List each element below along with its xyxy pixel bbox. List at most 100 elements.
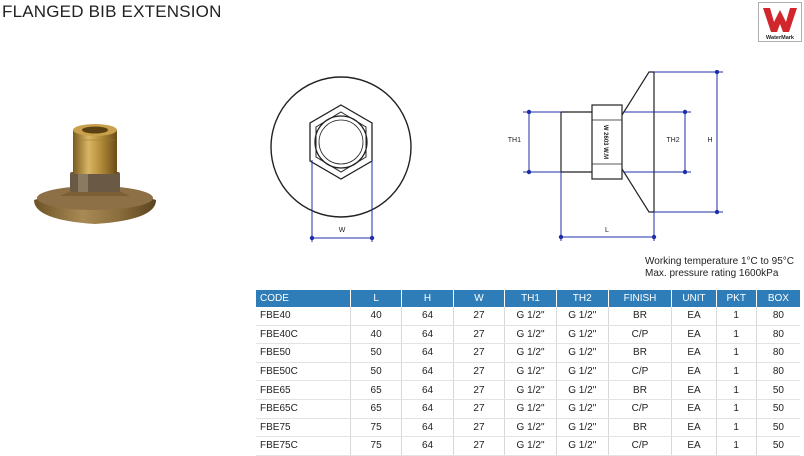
cell-h: 64 [401, 418, 454, 438]
cell-th2: G 1/2" [555, 399, 609, 419]
cell-w: 27 [452, 399, 505, 419]
cell-w: 27 [452, 343, 505, 363]
cell-code: FBE40 [256, 307, 351, 326]
cell-finish: BR [607, 418, 672, 438]
cell-pkt: 1 [715, 362, 757, 382]
cell-unit: EA [671, 325, 717, 345]
cell-l: 65 [349, 380, 402, 400]
dim-l-label: L [605, 227, 609, 234]
table-header-row: CODE L H W TH1 TH2 FINISH UNIT PKT BOX [256, 290, 800, 307]
cell-code: FBE65C [256, 399, 351, 419]
cell-code: FBE65 [256, 380, 351, 400]
front-view-diagram: W [270, 76, 412, 242]
cell-l: 65 [349, 399, 402, 419]
cell-l: 50 [349, 343, 402, 363]
cell-unit: EA [671, 307, 717, 326]
cell-box: 80 [755, 343, 800, 363]
cell-l: 40 [349, 307, 402, 326]
cell-h: 64 [401, 343, 454, 363]
cell-l: 40 [349, 325, 402, 345]
body-marking: W 2603 W.M [602, 125, 608, 159]
cell-box: 80 [755, 307, 800, 326]
cell-w: 27 [452, 362, 505, 382]
header-box: BOX [755, 290, 800, 307]
cell-h: 64 [401, 325, 454, 345]
watermark-logo: WaterMark [758, 2, 802, 42]
dim-th2-label: TH2 [666, 137, 679, 144]
cell-unit: EA [671, 362, 717, 382]
cell-box: 80 [755, 325, 800, 345]
cell-th2: G 1/2" [555, 362, 609, 382]
cell-w: 27 [452, 418, 505, 438]
cell-l: 75 [349, 418, 402, 438]
max-pressure: Max. pressure rating 1600kPa [645, 268, 779, 279]
cell-h: 64 [401, 436, 454, 456]
cell-l: 75 [349, 436, 402, 456]
cell-finish: C/P [607, 325, 672, 345]
cell-box: 50 [755, 380, 800, 400]
cell-finish: BR [607, 343, 672, 363]
cell-finish: C/P [607, 436, 672, 456]
header-th1: TH1 [504, 290, 557, 307]
dim-h-label: H [707, 137, 712, 144]
cell-h: 64 [401, 399, 454, 419]
page-title: FLANGED BIB EXTENSION [2, 2, 222, 21]
cell-box: 80 [755, 362, 800, 382]
cell-code: FBE40C [256, 325, 351, 345]
cell-unit: EA [671, 418, 717, 438]
dim-w-label: W [339, 227, 346, 234]
cell-w: 27 [452, 436, 505, 456]
header-code: CODE [256, 290, 351, 307]
cell-th1: G 1/2" [504, 362, 557, 382]
cell-unit: EA [671, 436, 717, 456]
cell-th2: G 1/2" [555, 325, 609, 345]
cell-th2: G 1/2" [555, 436, 609, 456]
header-pkt: PKT [715, 290, 757, 307]
cell-finish: BR [607, 380, 672, 400]
cell-w: 27 [452, 380, 505, 400]
cell-unit: EA [671, 343, 717, 363]
product-table: CODE L H W TH1 TH2 FINISH UNIT PKT BOX F… [256, 290, 800, 456]
cell-pkt: 1 [715, 399, 757, 419]
cell-pkt: 1 [715, 380, 757, 400]
cell-th1: G 1/2" [504, 343, 557, 363]
cell-th1: G 1/2" [504, 325, 557, 345]
cell-finish: BR [607, 307, 672, 326]
cell-th1: G 1/2" [504, 399, 557, 419]
cell-th1: G 1/2" [504, 380, 557, 400]
cell-th2: G 1/2" [555, 418, 609, 438]
dim-th1-label: TH1 [508, 137, 521, 144]
cell-pkt: 1 [715, 436, 757, 456]
header-l: L [349, 290, 402, 307]
header-h: H [401, 290, 454, 307]
cell-box: 50 [755, 418, 800, 438]
cell-th1: G 1/2" [504, 307, 557, 326]
cell-code: FBE75 [256, 418, 351, 438]
product-photo [34, 124, 156, 224]
cell-pkt: 1 [715, 307, 757, 326]
cell-finish: C/P [607, 362, 672, 382]
header-finish: FINISH [607, 290, 672, 307]
cell-h: 64 [401, 362, 454, 382]
cell-code: FBE75C [256, 436, 351, 456]
cell-w: 27 [452, 307, 505, 326]
cell-box: 50 [755, 436, 800, 456]
cell-th2: G 1/2" [555, 380, 609, 400]
cell-pkt: 1 [715, 343, 757, 363]
cell-code: FBE50 [256, 343, 351, 363]
header-th2: TH2 [555, 290, 609, 307]
working-temperature: Working temperature 1°C to 95°C [645, 256, 794, 267]
spec-notes: Working temperature 1°C to 95°C Max. pre… [645, 256, 794, 280]
logo-text: WaterMark [766, 35, 795, 41]
header-w: W [452, 290, 505, 307]
cell-th1: G 1/2" [504, 418, 557, 438]
cell-l: 50 [349, 362, 402, 382]
cell-h: 64 [401, 307, 454, 326]
cell-unit: EA [671, 380, 717, 400]
